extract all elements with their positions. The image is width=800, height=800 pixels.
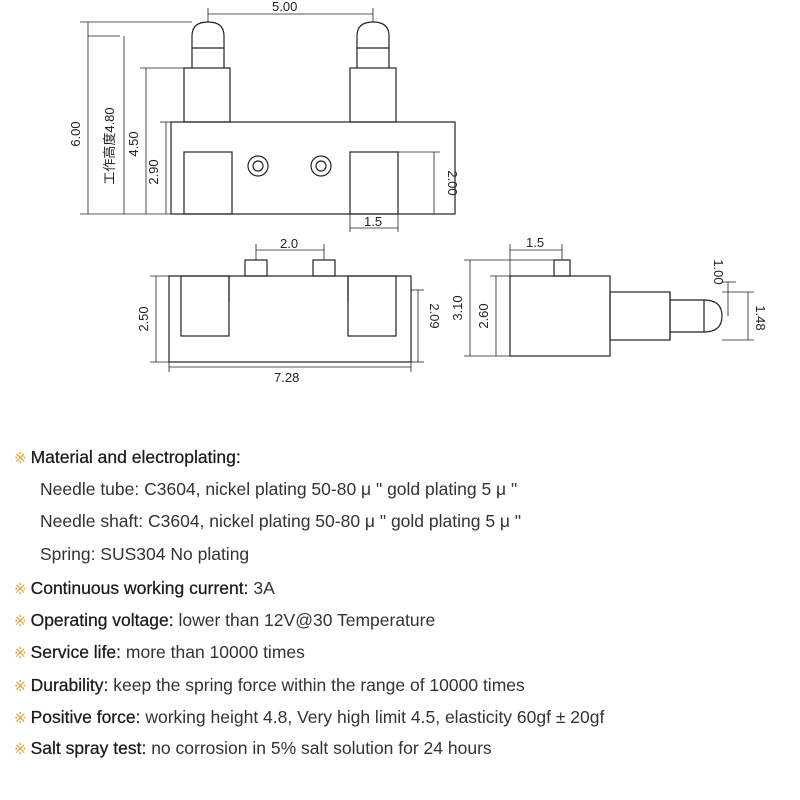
- spec-value: keep the spring force within the range o…: [108, 675, 525, 695]
- front-view: [150, 244, 424, 372]
- dim-side-height-310: 3.10: [450, 295, 465, 320]
- asterism-icon: ※: [14, 581, 27, 598]
- side-view: [464, 244, 754, 357]
- right-hole-inner: [315, 160, 327, 172]
- dim-working-height: 工作高度4.80: [102, 107, 117, 184]
- side-view-body: [509, 275, 611, 357]
- side-view-tip: [670, 299, 723, 333]
- asterism-icon: ※: [14, 613, 27, 630]
- dim-side-width: 1.5: [526, 235, 544, 250]
- asterism-icon: ※: [14, 645, 27, 662]
- dim-total-height: 6.00: [68, 121, 83, 146]
- dim-side-100: 1.00: [711, 259, 726, 284]
- spec-needle-tube: Needle tube: C3604, nickel plating 50-80…: [40, 479, 518, 499]
- spec-label: Continuous working current:: [30, 578, 249, 598]
- left-hole-outer: [247, 155, 269, 177]
- left-pin-tip: [191, 21, 225, 68]
- dim-front-width: 7.28: [274, 370, 299, 385]
- asterism-icon: ※: [14, 678, 27, 695]
- dim-height-200: 2.00: [445, 170, 460, 195]
- spec-label: Service life:: [30, 642, 122, 662]
- side-view-pin: [553, 259, 571, 277]
- spec-spring: Spring: SUS304 No plating: [40, 544, 250, 564]
- spec-item: ※Operating voltage: lower than 12V@30 Te…: [14, 609, 435, 633]
- spec-label: Positive force:: [30, 707, 141, 727]
- front-right-pin: [312, 259, 336, 277]
- dim-side-148: 1.48: [753, 305, 768, 330]
- spec-label: Durability:: [30, 675, 109, 695]
- spec-value: working height 4.8, Very high limit 4.5,…: [140, 707, 605, 727]
- spec-item: ※Positive force: working height 4.8, Ver…: [14, 706, 604, 730]
- spec-label: Material and electroplating:: [30, 447, 241, 467]
- side-view-shaft: [609, 291, 671, 341]
- spec-item: ※Continuous working current: 3A: [14, 577, 275, 601]
- spec-item: ※Service life: more than 10000 times: [14, 641, 305, 665]
- spec-material-heading: ※Material and electroplating:: [14, 446, 241, 470]
- asterism-icon: ※: [14, 710, 27, 727]
- spec-needle-shaft: Needle shaft: C3604, nickel plating 50-8…: [40, 511, 522, 531]
- dim-front-inner-height: 2.09: [427, 303, 442, 328]
- left-pin-shaft: [183, 67, 231, 123]
- spec-item: ※Durability: keep the spring force withi…: [14, 674, 525, 698]
- spec-value: more than 10000 times: [121, 642, 305, 662]
- spec-value: lower than 12V@30 Temperature: [173, 610, 436, 630]
- left-hole-inner: [252, 160, 264, 172]
- dim-top-spacing: 5.00: [272, 0, 297, 14]
- spec-item: ※Salt spray test: no corrosion in 5% sal…: [14, 737, 492, 761]
- front-left-pin: [244, 259, 268, 277]
- spec-label: Operating voltage:: [30, 610, 174, 630]
- front-view-body: [168, 275, 412, 363]
- right-hole-outer: [310, 155, 332, 177]
- right-pin-shaft: [349, 67, 397, 123]
- spec-value: 3A: [248, 578, 275, 598]
- top-view-body: [170, 121, 456, 215]
- right-slot: [349, 151, 399, 215]
- dim-height-290: 2.90: [146, 159, 161, 184]
- dim-front-height: 2.50: [136, 306, 151, 331]
- spec-label: Salt spray test:: [30, 738, 147, 758]
- dim-height-450: 4.50: [126, 131, 141, 156]
- dim-slot-width: 1.5: [364, 214, 382, 229]
- technical-drawing: 5.00 6.00 工作高度4.80 4.50 2.90 2.00 1.5 2.…: [68, 0, 768, 385]
- dim-side-height-260: 2.60: [476, 303, 491, 328]
- asterism-icon: ※: [14, 741, 27, 758]
- top-view: [80, 8, 456, 232]
- dim-front-spacing: 2.0: [280, 236, 298, 251]
- asterism-icon: ※: [14, 450, 27, 467]
- right-pin-tip: [356, 21, 390, 68]
- left-slot: [183, 151, 233, 215]
- spec-value: no corrosion in 5% salt solution for 24 …: [146, 738, 492, 758]
